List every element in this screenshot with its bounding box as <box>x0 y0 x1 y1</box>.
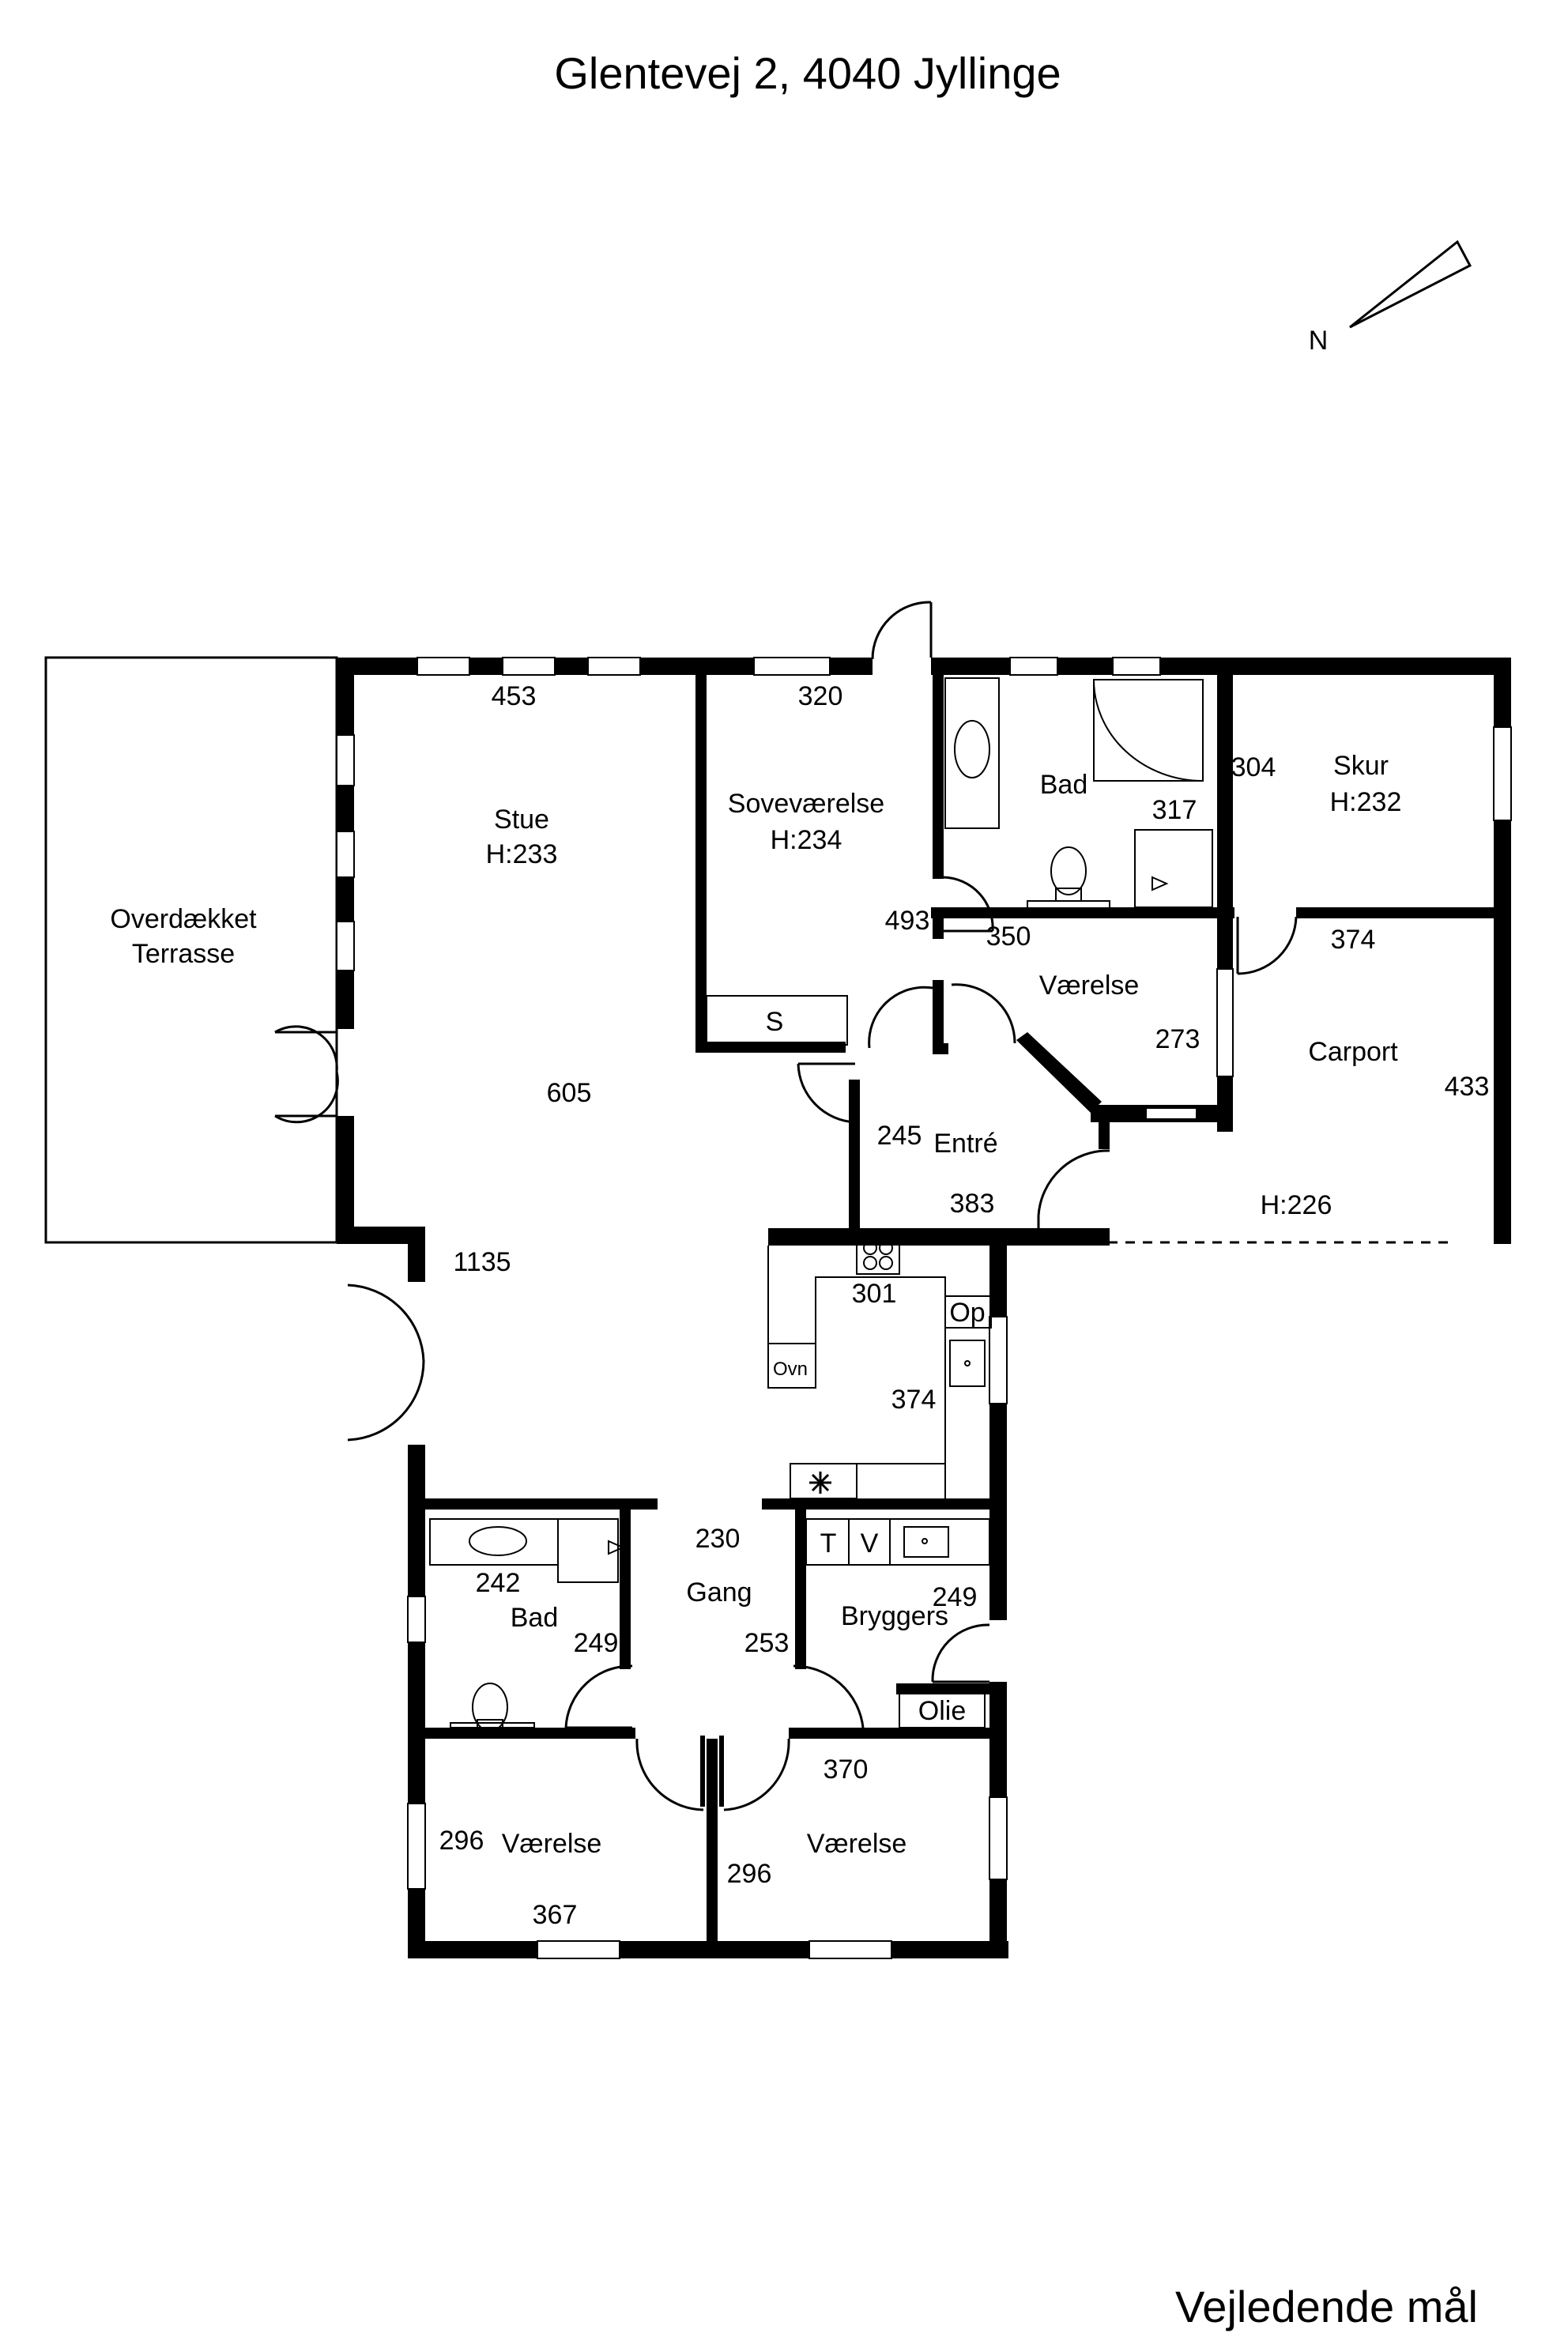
room-stue-height: H:233 <box>486 839 558 869</box>
dim-249-bryggers: 249 <box>933 1582 978 1612</box>
dim-383: 383 <box>950 1189 995 1219</box>
dim-1135: 1135 <box>453 1247 511 1277</box>
room-terrasse-label-2: Terrasse <box>132 939 235 969</box>
storage-label: S <box>766 1007 784 1037</box>
dishwasher-label: Op <box>949 1298 985 1328</box>
room-skur-height: H:232 <box>1330 787 1402 817</box>
dim-605: 605 <box>547 1078 592 1108</box>
doors <box>274 601 1298 1811</box>
compass-label: N <box>1309 326 1329 356</box>
dim-296-right: 296 <box>727 1859 772 1889</box>
dim-253: 253 <box>744 1628 790 1658</box>
room-entre-label: Entré <box>933 1129 997 1159</box>
dim-273: 273 <box>1155 1024 1200 1054</box>
plan-title: Glentevej 2, 4040 Jyllinge <box>554 48 1061 98</box>
oil-tank-label: Olie <box>918 1696 966 1726</box>
room-bryggers-label: Bryggers <box>841 1601 948 1631</box>
room-sovevaerelse-height: H:234 <box>771 825 842 855</box>
dim-370: 370 <box>824 1755 869 1785</box>
dim-301: 301 <box>852 1279 897 1309</box>
dim-242: 242 <box>476 1568 521 1598</box>
washer-label: V <box>861 1528 879 1559</box>
room-vaerelse-left-label: Værelse <box>502 1829 602 1859</box>
dim-bad-317: 317 <box>1152 795 1197 825</box>
room-vaerelse-mid-label: Værelse <box>1039 971 1140 1001</box>
dim-230: 230 <box>695 1524 741 1554</box>
dim-367: 367 <box>533 1900 578 1930</box>
dim-stue-width: 453 <box>492 681 537 711</box>
dim-249-bad: 249 <box>574 1628 619 1658</box>
oven-label: Ovn <box>773 1359 808 1380</box>
dim-493: 493 <box>885 906 930 936</box>
dim-350: 350 <box>986 922 1031 952</box>
hob-symbol-icon <box>809 1472 831 1494</box>
compass-arrow-icon <box>1349 239 1472 329</box>
windows <box>336 657 1512 1959</box>
dryer-label: T <box>820 1528 837 1559</box>
room-bad-top-label: Bad <box>1040 770 1088 800</box>
footer-note: Vejledende mål <box>1175 2282 1478 2331</box>
dim-296-left: 296 <box>439 1826 484 1856</box>
dim-sove-width: 320 <box>798 681 843 711</box>
fixtures <box>429 677 1213 1732</box>
shower-head-icon <box>608 876 1169 1555</box>
room-vaerelse-right-label: Værelse <box>807 1829 907 1859</box>
room-gang-label: Gang <box>686 1577 752 1608</box>
dim-245: 245 <box>877 1121 922 1151</box>
dim-374-kitchen: 374 <box>891 1385 937 1415</box>
room-sovevaerelse-label: Soveværelse <box>728 789 884 819</box>
dim-374-top: 374 <box>1331 925 1376 955</box>
room-carport-height: H:226 <box>1261 1190 1332 1220</box>
room-stue-label: Stue <box>494 805 549 835</box>
room-carport-label: Carport <box>1308 1037 1398 1067</box>
dim-skur-304: 304 <box>1231 752 1276 782</box>
room-bad-bottom-label: Bad <box>511 1603 559 1633</box>
room-skur-label: Skur <box>1333 751 1389 781</box>
room-terrasse-label-1: Overdækket <box>110 904 257 934</box>
dim-433: 433 <box>1445 1072 1490 1102</box>
